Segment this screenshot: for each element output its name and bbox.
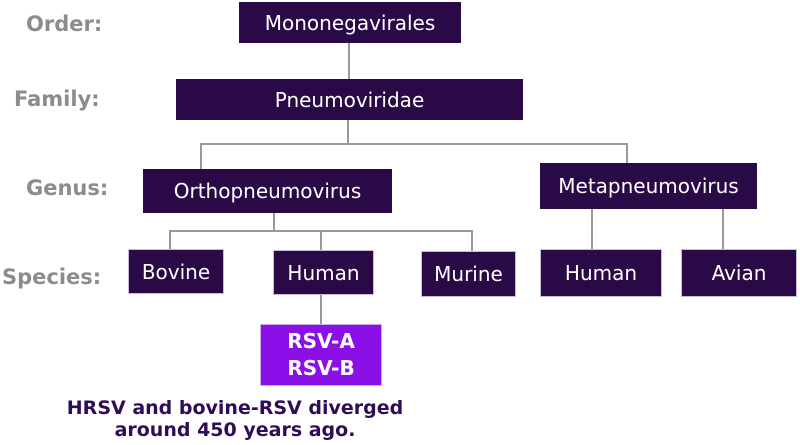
rsv-b-label: RSV-B <box>287 356 355 380</box>
rsv-a-label: RSV-A <box>287 329 355 353</box>
connector-meta-human <box>591 209 593 249</box>
node-species-murine: Murine <box>421 251 516 297</box>
connector-drop-bovine <box>169 230 171 249</box>
connector-drop-metapneumovirus <box>626 143 628 163</box>
node-species-avian: Avian <box>681 249 797 297</box>
node-family-pneumoviridae: Pneumoviridae <box>176 79 523 120</box>
node-species-human-ortho: Human <box>273 250 374 295</box>
row-label-species: Species: <box>2 265 102 289</box>
connector-meta-avian <box>722 209 724 249</box>
row-label-order: Order: <box>26 12 103 36</box>
caption-line-2: around 450 years ago. <box>114 419 356 441</box>
node-rsv-subtypes: RSV-A RSV-B <box>260 324 382 386</box>
node-genus-orthopneumovirus: Orthopneumovirus <box>143 169 392 213</box>
connector-drop-murine <box>471 230 473 251</box>
row-label-genus: Genus: <box>26 176 109 200</box>
connector-drop-human-left <box>320 230 322 250</box>
connector-order-family <box>348 43 350 79</box>
divergence-caption: HRSV and bovine-RSV diverged around 450 … <box>35 397 435 441</box>
connector-human-rsv <box>320 295 322 324</box>
connector-genus-rail <box>200 143 628 145</box>
node-genus-metapneumovirus: Metapneumovirus <box>540 163 757 209</box>
node-species-human-meta: Human <box>540 249 662 297</box>
node-order-mononegavirales: Mononegavirales <box>239 2 461 43</box>
row-label-family: Family: <box>14 87 100 111</box>
connector-drop-orthopneumovirus <box>200 143 202 169</box>
caption-line-1: HRSV and bovine-RSV diverged <box>66 397 404 419</box>
node-species-bovine: Bovine <box>128 249 224 294</box>
connector-ortho-stub <box>273 213 275 232</box>
connector-family-stub <box>347 120 349 144</box>
